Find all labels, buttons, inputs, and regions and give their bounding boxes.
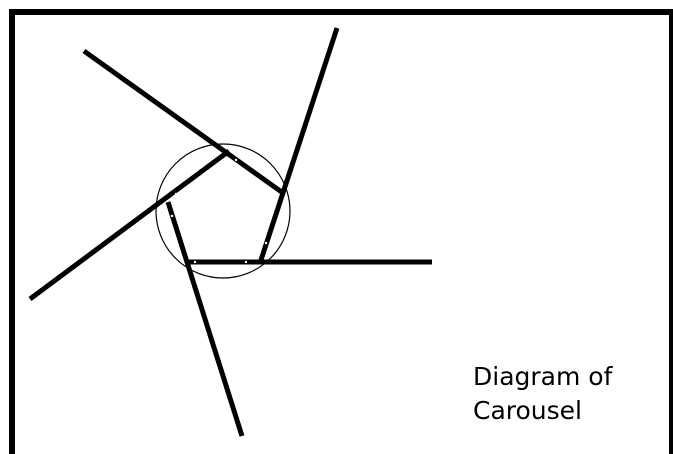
frame-border bbox=[9, 9, 673, 454]
hinge-dot bbox=[234, 158, 238, 162]
spoke-upper-right bbox=[257, 27, 340, 264]
hinge-dot bbox=[264, 241, 268, 245]
spoke-upper-left bbox=[82, 48, 285, 196]
hinge-dot bbox=[170, 214, 174, 218]
hinge-dot bbox=[211, 168, 215, 172]
hub-circle bbox=[155, 143, 291, 279]
hinge-dots bbox=[170, 158, 274, 264]
spoke-lower bbox=[165, 201, 245, 437]
diagram-caption: Diagram of Carousel bbox=[473, 360, 612, 428]
spoke-lower-left bbox=[28, 148, 231, 302]
hinge-dot bbox=[174, 192, 178, 196]
caption-line-1: Diagram of bbox=[473, 362, 613, 391]
hinge-dot bbox=[193, 260, 197, 264]
hinge-dot bbox=[270, 208, 274, 212]
hinge-dot bbox=[244, 260, 248, 264]
caption-line-2: Carousel bbox=[473, 396, 582, 425]
